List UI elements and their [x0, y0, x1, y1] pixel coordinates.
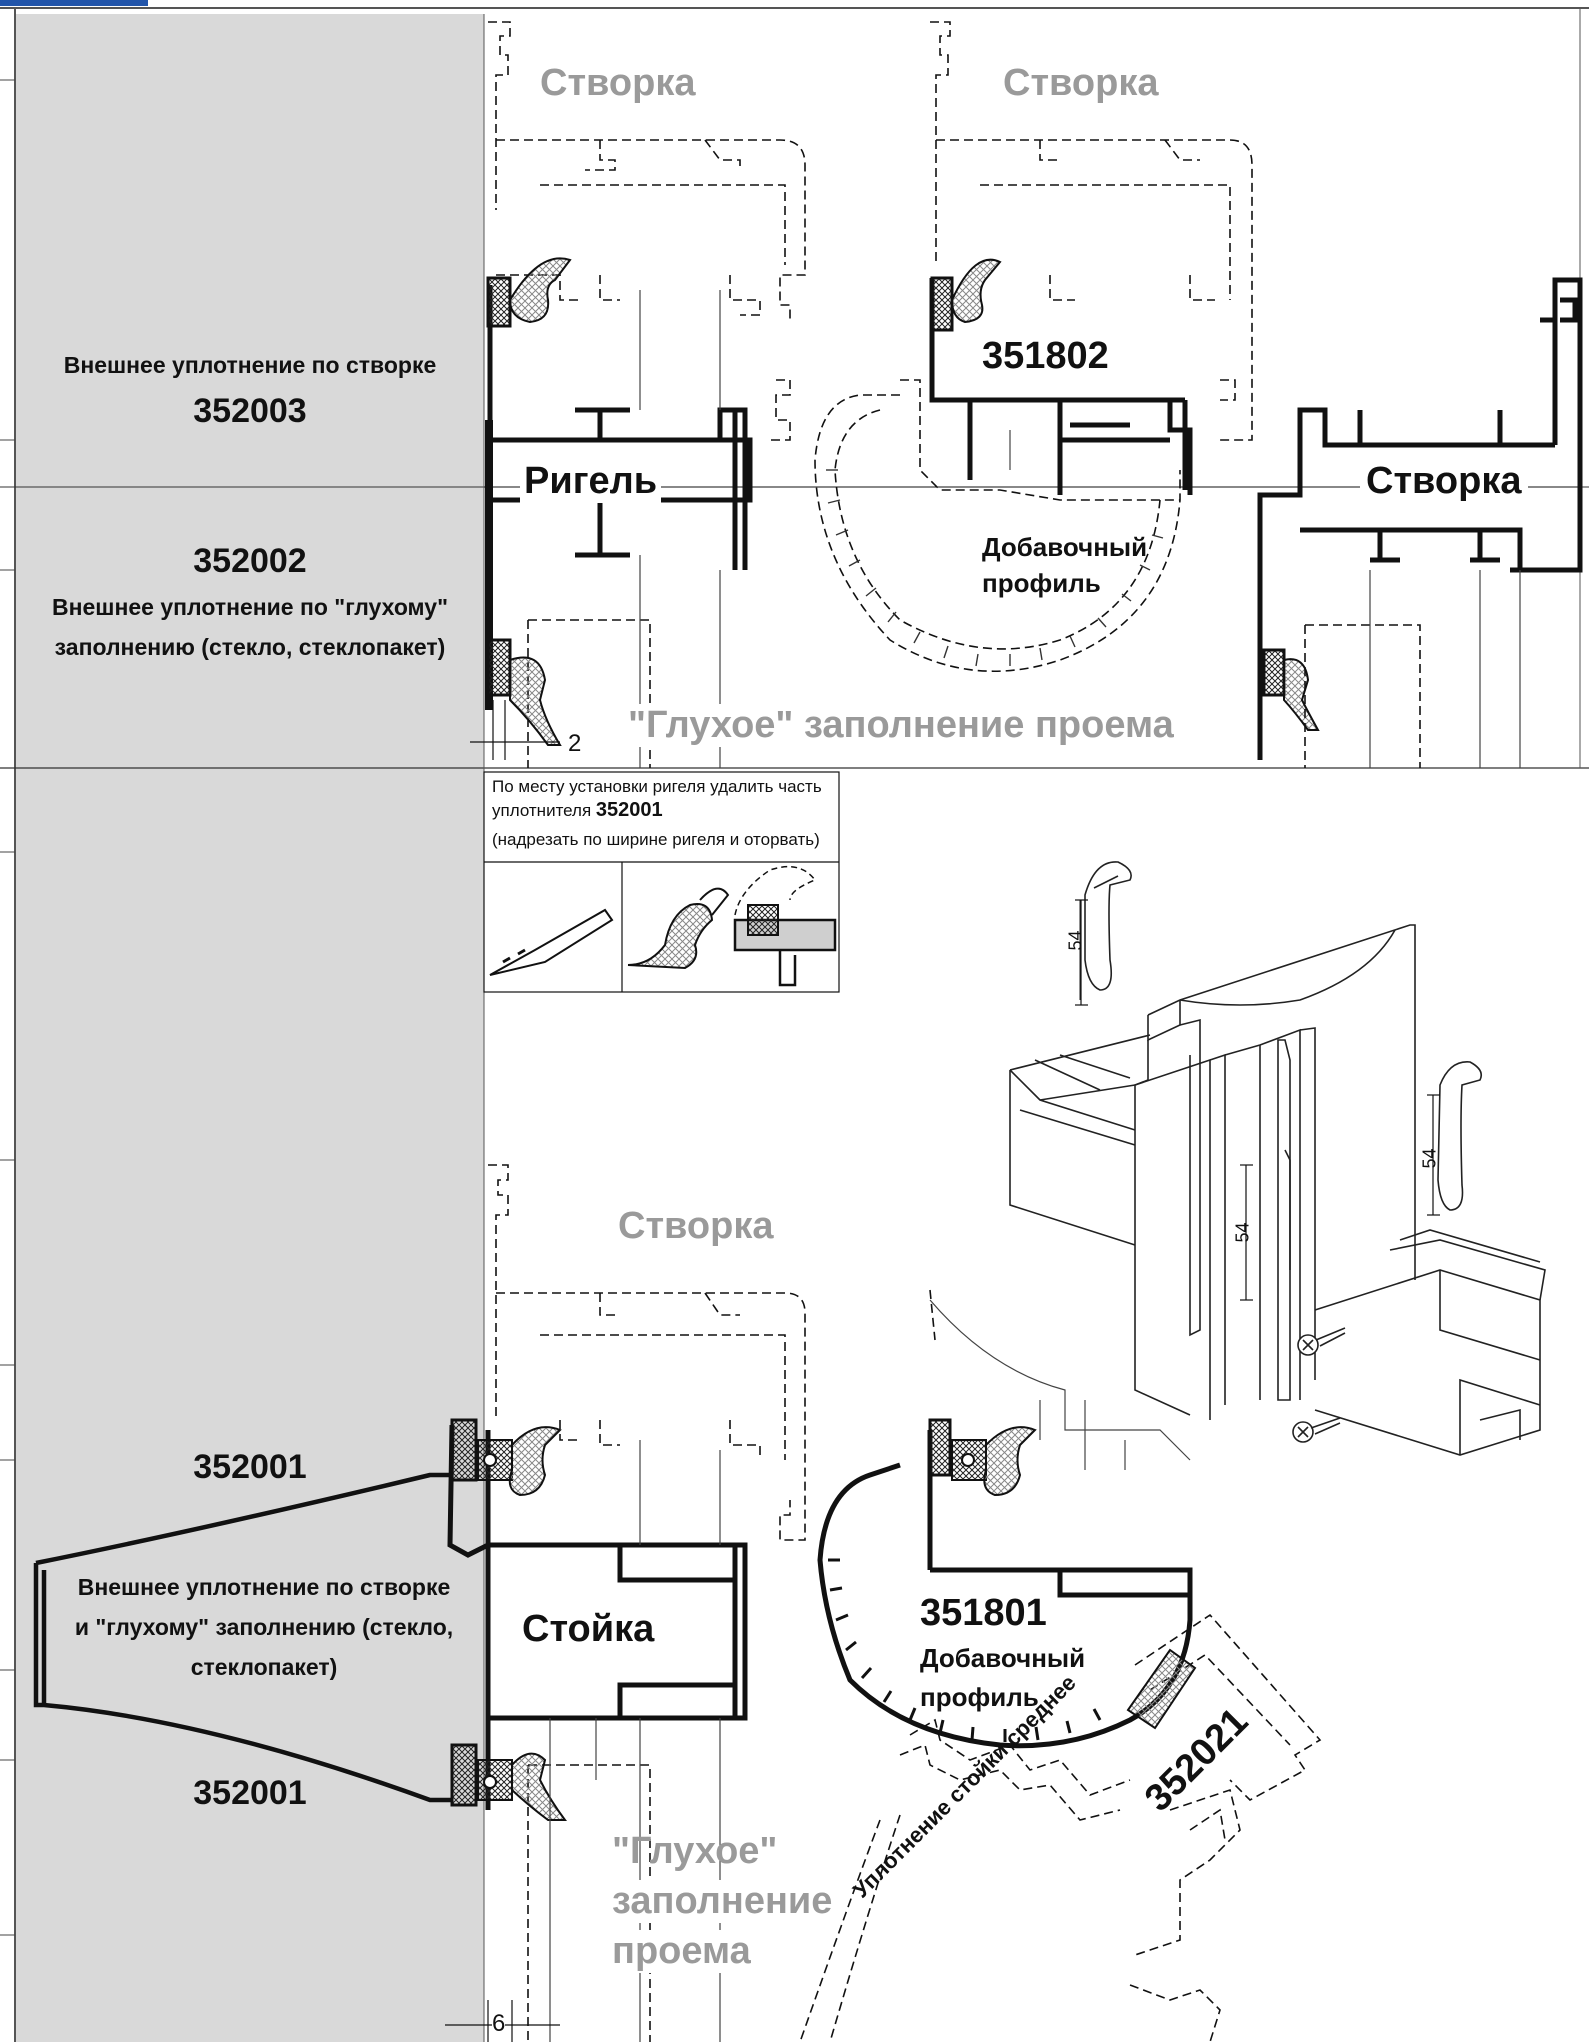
instruction-line1: По месту установки ригеля удалить часть [492, 777, 822, 796]
dimension-6-label: 6 [492, 2010, 506, 2038]
sash-label-middle: Створка [1003, 62, 1159, 104]
extra-profile-bottom-line1: Добавочный [920, 1643, 1086, 1673]
header-tab-marker [0, 0, 148, 6]
instruction-line2: уплотнителя 352001 [492, 800, 663, 821]
seal-352003-code: 352003 [193, 392, 307, 430]
seal-352001-caption-line3: стеклопакет) [190, 1654, 338, 1680]
transom-section [470, 21, 1583, 768]
seal-352001-top-code: 352001 [193, 1448, 307, 1486]
seal-352002-caption-line2: заполнению (стекло, стеклопакет) [54, 634, 446, 660]
seal-352001-bottom-code: 352001 [193, 1774, 307, 1812]
fixed-fill-label-bottom-line1: "Глухое" [612, 1830, 778, 1872]
seal-352002-code: 352002 [193, 542, 307, 580]
sash-label-right: Створка [1360, 460, 1528, 503]
iso-dimension-3: 54 [1419, 1148, 1440, 1169]
sash-label-left: Створка [540, 62, 696, 104]
sash-label-bottom: Створка [618, 1205, 774, 1247]
fixed-fill-label-bottom-line3: проема [612, 1930, 751, 1973]
extra-profile-top-line2: профиль [982, 568, 1101, 598]
isometric-assembly [1009, 861, 1546, 1456]
seal-352003-caption: Внешнее уплотнение по створке [63, 352, 437, 378]
mullion-section [33, 1164, 1322, 2042]
instruction-line3: (надрезать по ширине ригеля и оторвать) [492, 830, 820, 849]
transom-label: Ригель [520, 460, 662, 503]
instruction-seal-code: 352001 [595, 799, 663, 821]
fixed-fill-label-top: "Глухое" заполнение проема [624, 704, 1178, 747]
mullion-label: Стойка [522, 1608, 655, 1650]
profile-351802-code: 351802 [982, 335, 1109, 377]
extra-profile-top-line1: Добавочный [982, 532, 1148, 562]
dimension-2-label: 2 [568, 730, 582, 757]
instruction-box [483, 771, 840, 993]
extra-profile-bottom-line2: профиль [920, 1682, 1039, 1712]
instruction-line2-prefix: уплотнителя [492, 801, 596, 820]
iso-dimension-1: 54 [1065, 930, 1086, 951]
label-panel [16, 14, 484, 2042]
seal-352001-caption-line1: Внешнее уплотнение по створке [77, 1574, 451, 1600]
profile-351801-code: 351801 [920, 1592, 1047, 1634]
seal-352002-caption-line1: Внешнее уплотнение по "глухому" [52, 594, 448, 620]
seal-352001-caption-line2: и "глухому" заполнению (стекло, [74, 1614, 454, 1640]
iso-dimension-2: 54 [1232, 1222, 1253, 1243]
fixed-fill-label-bottom-line2: заполнение [612, 1880, 833, 1923]
